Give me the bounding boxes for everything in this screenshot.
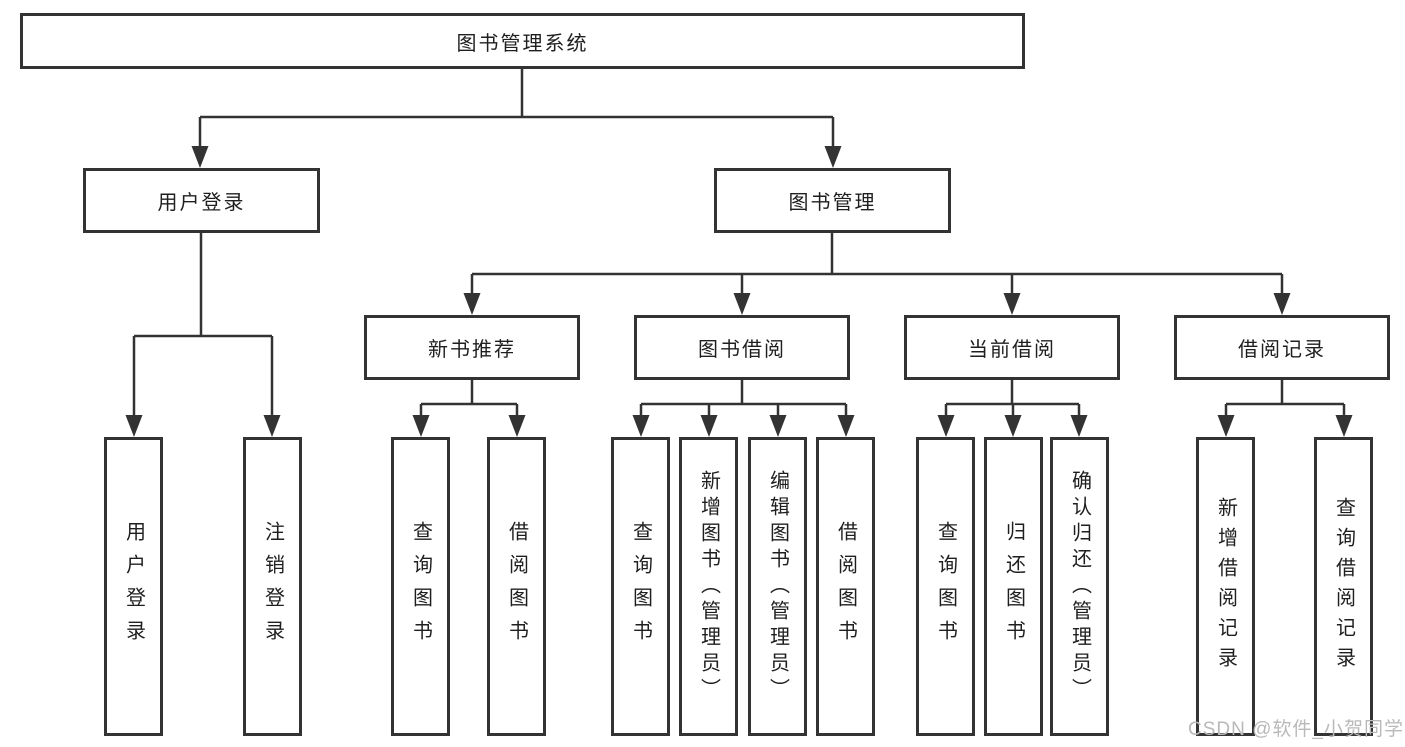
leaf-return-books: 归还图书 <box>984 437 1043 736</box>
leaf-user-login: 用户登录 <box>104 437 163 736</box>
leaf-borrow-books-recommend: 借阅图书 <box>487 437 546 736</box>
leaf-edit-books-admin: 编辑图书（管理员） <box>748 437 807 736</box>
leaf-query-borrow-record: 查询借阅记录 <box>1314 437 1373 736</box>
leaf-query-books-borrowing: 查询图书 <box>611 437 670 736</box>
arrowhead-icon <box>733 293 751 315</box>
node-book-borrowing: 图书借阅 <box>634 315 850 380</box>
arrowhead-icon <box>1335 415 1353 437</box>
node-current-borrowing: 当前借阅 <box>904 315 1120 380</box>
node-library-management-system: 图书管理系统 <box>20 13 1025 69</box>
arrowhead-icon <box>700 415 718 437</box>
node-borrowing-records: 借阅记录 <box>1174 315 1390 380</box>
connector-new-book-recommendation <box>419 380 519 419</box>
leaf-logout: 注销登录 <box>243 437 302 736</box>
arrowhead-icon <box>263 415 281 437</box>
leaf-query-books-current: 查询图书 <box>916 437 975 736</box>
csdn-watermark: CSDN @软件_小贺同学 <box>1188 719 1404 740</box>
node-user-login: 用户登录 <box>83 168 320 233</box>
leaf-borrow-books: 借阅图书 <box>816 437 875 736</box>
connector-book-management <box>470 233 1284 297</box>
leaf-confirm-return-admin: 确认归还（管理员） <box>1050 437 1109 736</box>
arrowhead-icon <box>1217 415 1235 437</box>
arrowhead-icon <box>125 415 143 437</box>
node-book-management: 图书管理 <box>714 168 951 233</box>
connector-current-borrowing <box>944 380 1081 419</box>
arrowhead-icon <box>1273 293 1291 315</box>
node-new-book-recommendation: 新书推荐 <box>364 315 580 380</box>
arrowhead-icon <box>412 415 430 437</box>
arrowhead-icon <box>632 415 650 437</box>
arrowhead-icon <box>824 146 842 168</box>
leaf-add-borrow-record: 新增借阅记录 <box>1196 437 1255 736</box>
connector-borrowing-records <box>1224 380 1346 419</box>
arrowhead-icon <box>1070 415 1088 437</box>
arrowhead-icon <box>837 415 855 437</box>
arrowhead-icon <box>1004 415 1022 437</box>
connector-book-borrowing <box>639 380 848 419</box>
connector-user-login <box>132 233 274 419</box>
arrowhead-icon <box>508 415 526 437</box>
leaf-add-books-admin: 新增图书（管理员） <box>679 437 738 736</box>
arrowhead-icon <box>937 415 955 437</box>
arrowheads <box>125 146 1353 437</box>
arrowhead-icon <box>769 415 787 437</box>
arrowhead-icon <box>191 146 209 168</box>
arrowhead-icon <box>463 293 481 315</box>
connector-root <box>198 69 835 150</box>
leaf-query-books-recommend: 查询图书 <box>391 437 450 736</box>
arrowhead-icon <box>1003 293 1021 315</box>
